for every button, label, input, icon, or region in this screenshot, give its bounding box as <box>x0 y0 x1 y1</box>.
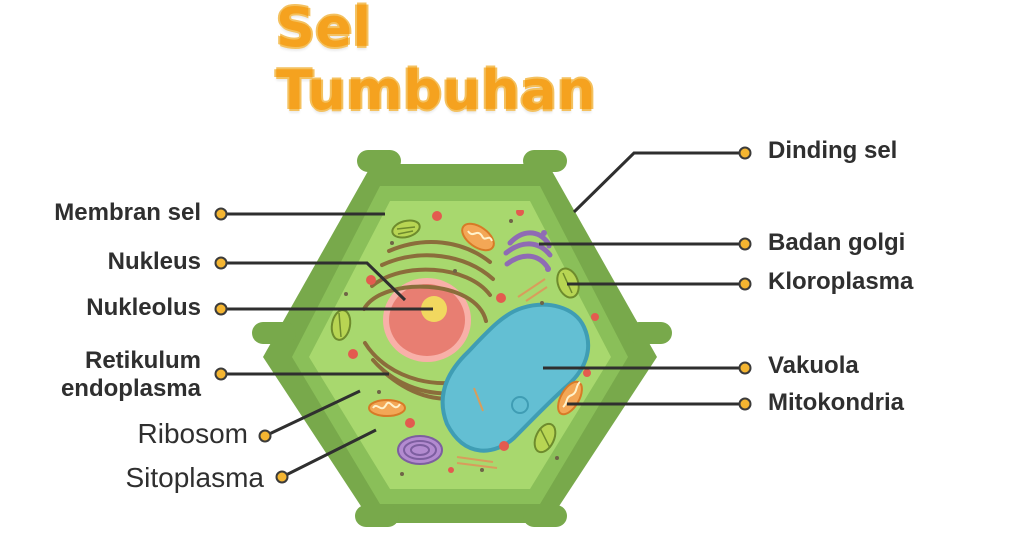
label-nukleolus: Nukleolus <box>86 294 201 321</box>
vacuole-group <box>440 302 591 453</box>
cell-corners <box>252 150 672 527</box>
golgi <box>503 230 553 272</box>
er-line-4 <box>362 284 488 323</box>
mitochondrion-left <box>368 399 406 417</box>
label-retikulum-endoplasma: Retikulum endoplasma <box>34 347 201 402</box>
bottom-right-corner-cap <box>523 505 567 527</box>
label-dots <box>214 146 752 484</box>
leader-ribosom <box>264 389 361 438</box>
dot-badan-golgi <box>738 237 752 251</box>
dot-ribosom <box>258 429 272 443</box>
vacuole <box>440 302 591 453</box>
ribosomes <box>348 210 599 473</box>
leader-nukleus <box>221 261 407 302</box>
dot-dinding-sel <box>738 146 752 160</box>
mitochondrion-top <box>461 222 495 252</box>
dot-nukleus <box>214 256 228 270</box>
leader-lines <box>221 151 745 479</box>
dot-membran-sel <box>214 207 228 221</box>
lysosome-purple <box>397 435 443 465</box>
er-line-2 <box>380 253 495 281</box>
bottom-left-corner-cap <box>355 505 399 527</box>
label-sitoplasma: Sitoplasma <box>125 462 264 493</box>
nucleolus <box>421 296 447 322</box>
right-corner-cap <box>628 322 672 344</box>
leader-dinding-sel <box>572 151 745 214</box>
cytoskeleton-lines <box>456 278 548 469</box>
label-kloroplasma: Kloroplasma <box>768 268 914 295</box>
label-mitokondria: Mitokondria <box>768 389 904 416</box>
top-right-corner-cap <box>523 150 567 172</box>
dot-mitokondria <box>738 397 752 411</box>
dot-vakuola <box>738 361 752 375</box>
er-line-1 <box>387 240 492 264</box>
label-nukleus: Nukleus <box>107 248 201 275</box>
dot-sitoplasma <box>275 470 289 484</box>
small-dots <box>344 219 582 476</box>
left-corner-cap <box>252 322 296 344</box>
label-membran-sel: Membran sel <box>54 199 201 226</box>
dot-nukleolus <box>214 302 228 316</box>
label-badan-golgi: Badan golgi <box>768 229 906 256</box>
dot-retikulum <box>214 367 228 381</box>
label-dinding-sel: Dinding sel <box>768 137 898 164</box>
chloroplast-top-left <box>391 219 421 239</box>
top-left-corner-cap <box>357 150 401 172</box>
label-retikulum-line-2: endoplasma <box>60 374 201 402</box>
leader-sitoplasma <box>281 428 377 479</box>
label-retikulum-line-1: Retikulum <box>84 347 201 374</box>
label-ribosom: Ribosom <box>137 418 248 449</box>
dot-kloroplasma <box>738 277 752 291</box>
vacuole-detail <box>511 396 529 414</box>
chloroplast-bottom-right <box>533 422 557 454</box>
nucleus <box>389 284 465 356</box>
label-vakuola: Vakuola <box>768 352 859 379</box>
